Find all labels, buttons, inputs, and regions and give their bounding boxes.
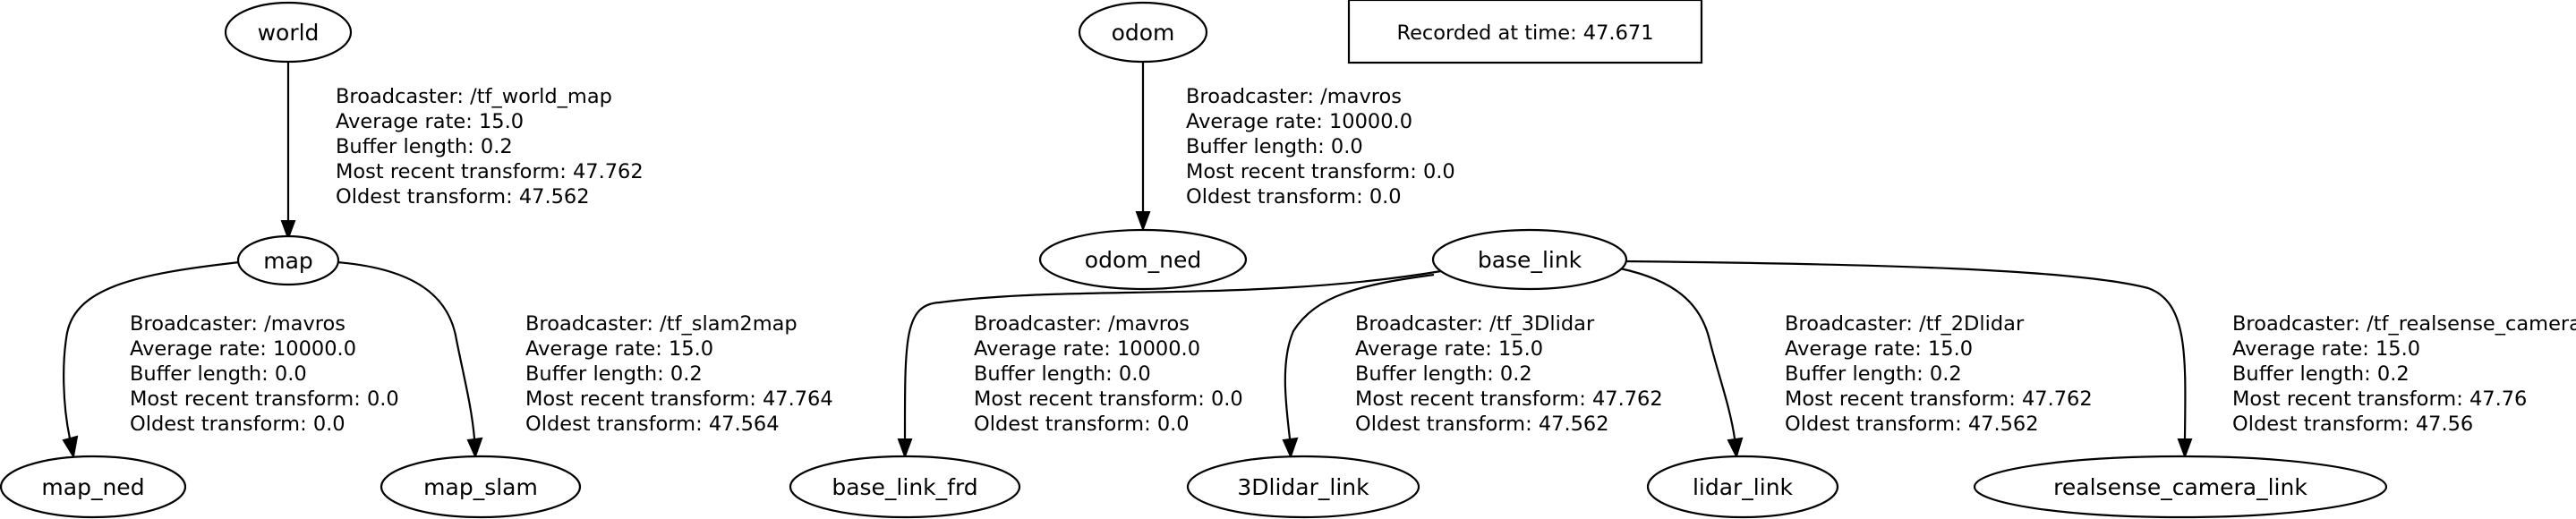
edge-map-map_ned [62,260,241,459]
edge-label-line: Average rate: 15.0 [1785,337,1973,361]
edge-label-line: Average rate: 15.0 [525,337,713,361]
edge-label-map-map_slam: Broadcaster: /tf_slam2map Average rate: … [525,312,833,436]
node-label: map_slam [423,474,538,500]
edge-label-line: Average rate: 10000.0 [1186,110,1412,133]
edge-label-base_link-3Dlidar_link: Broadcaster: /tf_3Dlidar Average rate: 1… [1355,312,1663,436]
edge-label-line: Buffer length: 0.2 [2232,362,2410,386]
edge-label-line: Most recent transform: 47.762 [336,160,644,183]
edge-base_link-base_link_frd [897,269,1442,459]
edge-label-line: Buffer length: 0.2 [525,362,703,386]
edge-label-line: Oldest transform: 47.562 [1785,413,2039,436]
node-base_link_frd[interactable]: base_link_frd [789,455,1021,519]
node-label: 3Dlidar_link [1237,474,1369,500]
edge-label-line: Buffer length: 0.2 [1785,362,1962,386]
node-odom[interactable]: odom [1078,1,1208,64]
edge-label-line: Broadcaster: /mavros [974,312,1190,336]
node-lidar_link[interactable]: lidar_link [1646,455,1839,519]
edge-label-line: Average rate: 15.0 [1355,337,1543,361]
edge-label-line: Broadcaster: /tf_world_map [336,85,612,108]
edge-odom-odom_ned [1135,62,1151,232]
edge-label-line: Most recent transform: 0.0 [974,387,1243,411]
node-label: base_link [1478,247,1582,273]
edge-label-world-map: Broadcaster: /tf_world_map Average rate:… [336,85,644,208]
edge-label-base_link-base_link_frd: Broadcaster: /mavros Average rate: 10000… [974,312,1243,436]
node-label: world [258,20,320,46]
edge-label-line: Average rate: 15.0 [2232,337,2420,361]
node-map_slam[interactable]: map_slam [380,455,582,519]
node-3Dlidar_link[interactable]: 3Dlidar_link [1186,455,1420,519]
edge-label-line: Broadcaster: /mavros [1186,85,1402,108]
edge-label-line: Oldest transform: 0.0 [974,413,1190,436]
edge-label-line: Oldest transform: 47.56 [2232,413,2473,436]
edge-base_link-realsense_camera_link [1623,260,2193,459]
edge-label-line: Buffer length: 0.0 [130,362,307,386]
edge-label-line: Oldest transform: 47.562 [1355,413,1609,436]
edge-label-line: Average rate: 10000.0 [130,337,356,361]
node-map[interactable]: map [236,234,340,286]
edge-world-map [280,62,296,241]
node-odom_ned[interactable]: odom_ned [1038,228,1248,291]
edge-label-line: Broadcaster: /tf_3Dlidar [1355,312,1595,336]
edge-label-line: Buffer length: 0.2 [1355,362,1532,386]
edge-label-line: Average rate: 10000.0 [974,337,1200,361]
node-world[interactable]: world [224,1,353,64]
edge-label-line: Oldest transform: 47.564 [525,413,780,436]
node-label: realsense_camera_link [2053,474,2307,500]
node-realsense_camera_link[interactable]: realsense_camera_link [1973,455,2388,519]
node-base_link[interactable]: base_link [1431,228,1628,291]
edge-label-line: Most recent transform: 47.764 [525,387,833,411]
edge-base_link-3Dlidar_link [1282,273,1435,459]
edge-label-line: Most recent transform: 47.762 [1355,387,1663,411]
edge-label-line: Broadcaster: /tf_realsense_camera [2232,312,2576,336]
recorded-time-label: Recorded at time: 47.671 [1396,21,1653,45]
edge-label-line: Average rate: 15.0 [336,110,524,133]
edge-label-line: Most recent transform: 47.76 [2232,387,2527,411]
edge-label-line: Oldest transform: 0.0 [1186,185,1402,208]
edge-label-line: Broadcaster: /tf_2Dlidar [1785,312,2025,336]
edge-label-odom-odom_ned: Broadcaster: /mavros Average rate: 10000… [1186,85,1455,208]
edge-label-line: Most recent transform: 47.762 [1785,387,2093,411]
node-label: map [263,248,313,274]
node-label: map_ned [41,474,144,500]
edge-label-line: Oldest transform: 47.562 [336,185,590,208]
node-label: base_link_frd [832,474,977,500]
node-map_ned[interactable]: map_ned [0,455,187,519]
edge-label-line: Broadcaster: /tf_slam2map [525,312,798,336]
edge-label-line: Broadcaster: /mavros [130,312,345,336]
node-label: lidar_link [1693,474,1794,500]
edge-label-line: Most recent transform: 0.0 [130,387,399,411]
edge-label-base_link-realsense_camera_link: Broadcaster: /tf_realsense_camera Averag… [2232,312,2576,436]
edge-label-line: Buffer length: 0.2 [336,135,513,158]
edge-label-line: Buffer length: 0.0 [974,362,1151,386]
node-label: odom [1112,20,1175,46]
edge-label-line: Oldest transform: 0.0 [130,413,345,436]
recorded-time-box: Recorded at time: 47.671 [1347,0,1703,64]
edge-label-line: Most recent transform: 0.0 [1186,160,1455,183]
edge-map-map_slam [336,260,483,459]
edge-label-base_link-lidar_link: Broadcaster: /tf_2Dlidar Average rate: 1… [1785,312,2093,436]
edge-label-map-map_ned: Broadcaster: /mavros Average rate: 10000… [130,312,399,436]
node-label: odom_ned [1085,247,1201,273]
edge-base_link-lidar_link [1619,267,1744,459]
edge-label-line: Buffer length: 0.0 [1186,135,1363,158]
